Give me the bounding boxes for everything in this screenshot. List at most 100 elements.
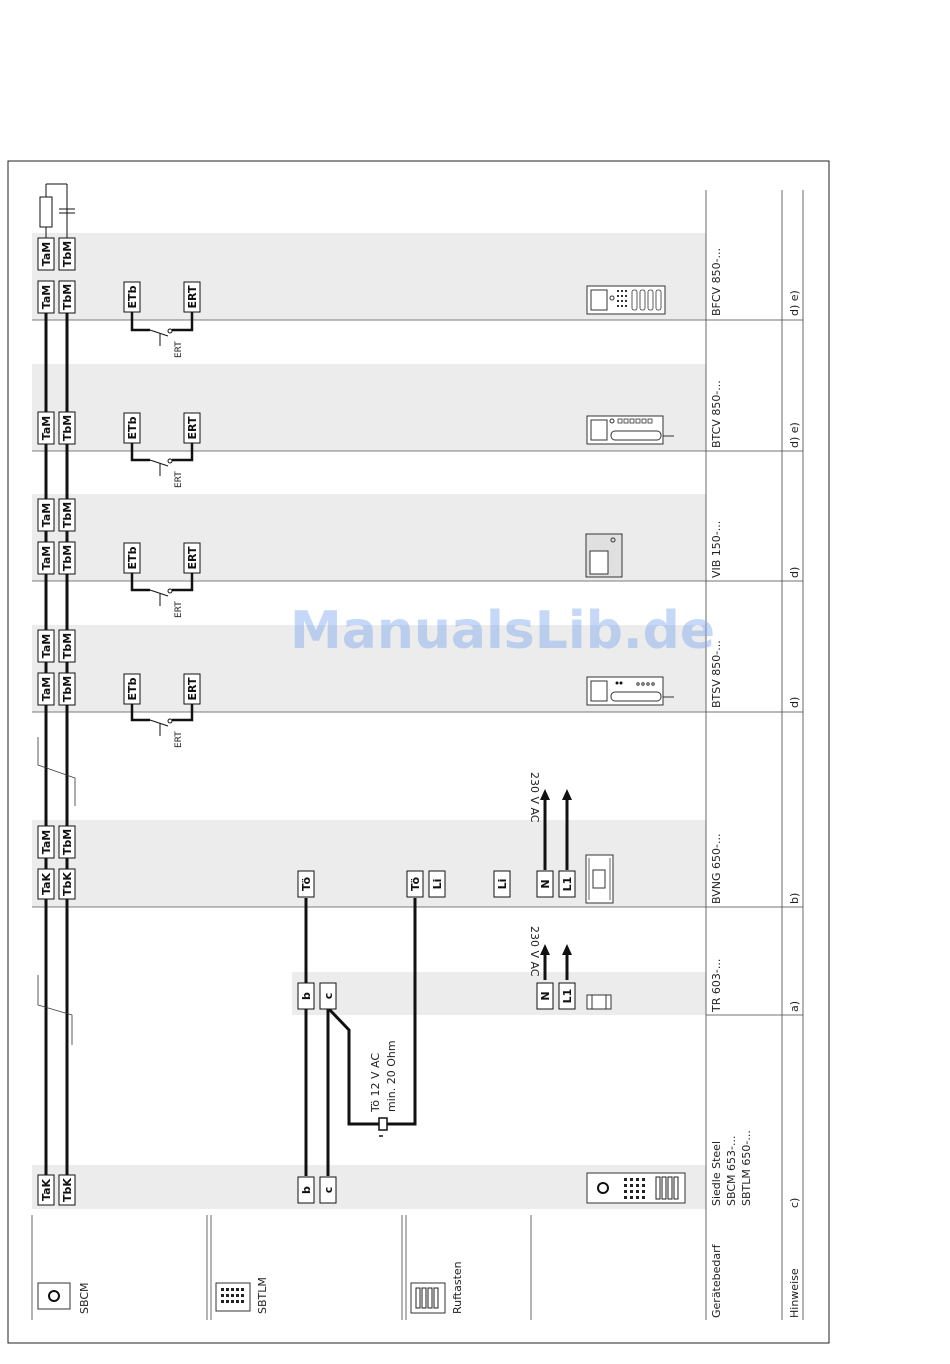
terminal-tbm: TbM [58, 411, 76, 445]
terminal-label: N [539, 879, 552, 888]
end-termination [39, 183, 75, 240]
note-col-7: d) e) [788, 290, 801, 316]
terminal-label: Li [496, 879, 509, 890]
terminal-tam: TaM [37, 411, 55, 445]
terminal-box [319, 1176, 337, 1204]
terminal-label: ERT [186, 546, 199, 569]
note-col-3: b) [788, 893, 801, 904]
terminal-box [37, 672, 55, 706]
terminal-label: TbM [61, 241, 74, 267]
device-col-7: BFCV 850-... [710, 248, 723, 316]
terminal-ert: ERT [183, 673, 201, 705]
device-col-3: BVNG 650-... [710, 834, 723, 904]
terminal-box [58, 672, 76, 706]
terminal-toe: Tö [406, 870, 424, 898]
terminal-box [297, 1176, 315, 1204]
ac-arrows [540, 789, 572, 955]
terminal-tbm: TbM [58, 280, 76, 314]
terminal-label: TaM [40, 242, 53, 266]
terminal-box [123, 412, 141, 444]
toe-resistor [378, 1117, 388, 1131]
terminal-tam: TaM [37, 280, 55, 314]
terminal-box [123, 673, 141, 705]
terminal-box [123, 542, 141, 574]
terminal-box [58, 1174, 76, 1206]
terminal-tam: TaM [37, 541, 55, 575]
note-col-2: a) [788, 1001, 801, 1012]
terminal-box [297, 870, 315, 898]
sbcm-label: SBCM [78, 1282, 91, 1314]
device-col-2: TR 603-... [710, 959, 723, 1013]
terminal-label: TbM [61, 545, 74, 571]
terminal-li: Li [428, 870, 446, 898]
btcv-handset-icon [586, 415, 674, 445]
note-col-5: d) [788, 567, 801, 578]
terminal-label: Tö [409, 877, 422, 891]
bfcv-handsfree-icon [586, 285, 666, 315]
vib-module-icon [585, 533, 623, 578]
terminal-c: c [319, 982, 337, 1010]
terminal-box [297, 982, 315, 1010]
terminal-label: TaM [40, 285, 53, 309]
cable-break-marks [37, 737, 76, 1045]
terminal-label: c [322, 1187, 335, 1194]
terminal-box [37, 237, 55, 271]
terminal-label: TaM [40, 503, 53, 527]
sbtlm-icon [215, 1282, 251, 1312]
terminal-label: Tö [300, 877, 313, 891]
terminal-box [183, 412, 201, 444]
terminal-tam: TaM [37, 629, 55, 663]
terminal-box [58, 411, 76, 445]
terminal-tam: TaM [37, 825, 55, 859]
terminal-label: TaK [40, 1179, 53, 1202]
terminal-box [37, 629, 55, 663]
terminal-label: ERT [186, 416, 199, 439]
device-col-1-line-1: Siedle Steel [710, 1141, 723, 1206]
power-supply-icon [585, 854, 614, 904]
ert-switch-levers [149, 328, 173, 736]
terminal-label: L1 [561, 877, 574, 892]
ert-label-4: ERT [174, 731, 184, 748]
ert-label-2: ERT [174, 471, 184, 488]
note-col-1: c) [788, 1198, 801, 1208]
terminal-box [536, 982, 554, 1010]
terminal-tbm: TbM [58, 541, 76, 575]
terminal-tam: TaM [37, 498, 55, 532]
device-col-5: VIB 150-... [710, 521, 723, 578]
terminal-label: TbM [61, 633, 74, 659]
terminal-n: N [536, 982, 554, 1010]
btsv-handset-icon [586, 676, 674, 706]
terminal-box [37, 498, 55, 532]
terminal-tbm: TbM [58, 672, 76, 706]
ert-label-1: ERT [174, 341, 184, 358]
terminal-label: Li [431, 879, 444, 890]
terminal-box [428, 870, 446, 898]
device-col-1-line-3: SBTLM 650-... [740, 1130, 753, 1206]
terminal-box [406, 870, 424, 898]
terminal-box [37, 825, 55, 859]
device-col-4: BTSV 850-... [710, 640, 723, 708]
terminal-label: L1 [561, 989, 574, 1004]
terminal-label: N [539, 991, 552, 1000]
terminal-box [58, 825, 76, 859]
sbtlm-label: SBTLM [256, 1277, 269, 1314]
terminal-box [536, 870, 554, 898]
terminal-label: c [322, 993, 335, 1000]
bus-wires [44, 310, 569, 1176]
terminal-label: b [300, 992, 313, 1000]
terminal-label: TaK [40, 873, 53, 896]
terminal-label: TbM [61, 415, 74, 441]
terminal-box [37, 1174, 55, 1206]
terminal-tbk: TbK [58, 868, 76, 900]
terminal-label: TaM [40, 546, 53, 570]
hinweise-label: Hinweise [788, 1268, 801, 1318]
steel-panel-icon [586, 1172, 686, 1204]
device-col-6: BTCV 850-... [710, 380, 723, 448]
terminal-box [58, 237, 76, 271]
terminal-box [319, 982, 337, 1010]
terminal-box [58, 498, 76, 532]
left-boxes [31, 1215, 532, 1320]
terminal-label: ETb [126, 546, 139, 569]
